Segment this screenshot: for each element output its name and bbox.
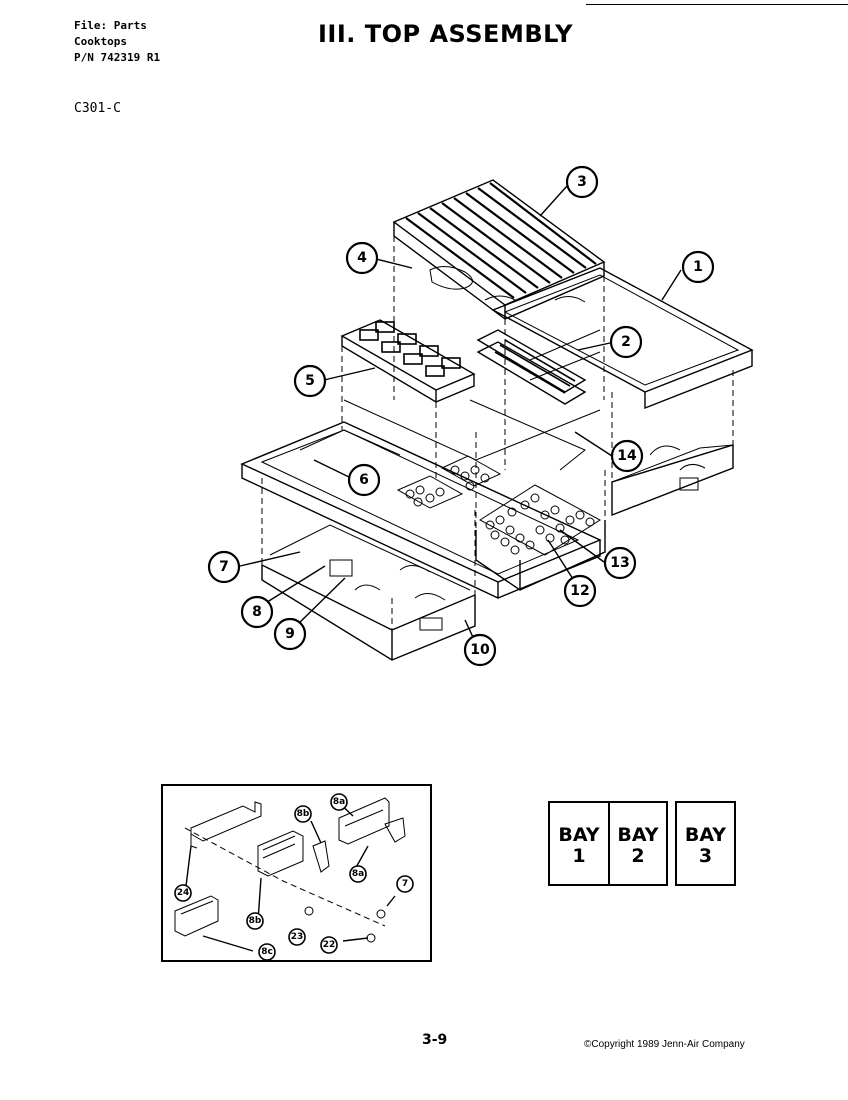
svg-text:12: 12 [570,583,589,599]
svg-text:14: 14 [617,448,637,464]
leader-lines [239,185,682,649]
inset-callout-8a-mid: 8a [349,865,367,883]
trim-frame-left [240,421,602,600]
svg-text:8c: 8c [261,947,273,957]
file-label: File: Parts [74,19,147,32]
page-number: 3-9 [422,1032,448,1048]
model-number: C301-C [74,101,121,116]
svg-text:8b: 8b [297,809,310,819]
callout-5: 5 [293,364,327,398]
svg-text:9: 9 [285,626,295,642]
svg-text:2: 2 [621,334,631,350]
callout-9: 9 [273,617,307,651]
svg-text:6: 6 [359,472,369,488]
svg-text:3: 3 [577,174,587,190]
category-label: Cooktops [74,35,127,48]
grill-grate [392,179,606,470]
callout-14: 14 [610,439,644,473]
callout-3: 3 [565,165,599,199]
svg-text:5: 5 [305,373,315,389]
bay-2-word: BAY [617,824,659,846]
callout-4: 4 [345,241,379,275]
callout-2: 2 [609,325,643,359]
svg-text:7: 7 [402,879,408,889]
svg-text:22: 22 [323,940,336,950]
bay-3-word: BAY [684,824,727,846]
svg-text:10: 10 [470,642,490,658]
callout-1: 1 [681,250,715,284]
file-header: File: Parts Cooktops P/N 742319 R1 [74,18,160,66]
bay-1-number: 1 [572,845,586,867]
svg-text:13: 13 [610,555,629,571]
svg-text:8a: 8a [333,797,345,807]
top-rule-line [586,4,848,5]
bay-1-word: BAY [558,824,600,846]
svg-text:4: 4 [357,250,367,266]
callout-12: 12 [563,574,597,608]
griddle-grate [340,319,476,480]
inset-callout-8c: 8c [258,943,276,961]
page-title: III. TOP ASSEMBLY [318,20,574,48]
inset-callout-22: 22 [320,936,338,954]
bay-3-box: BAY 3 [675,801,736,886]
center-rock-bay [396,432,606,591]
callout-6: 6 [347,463,381,497]
callout-13: 13 [603,546,637,580]
inset-callout-7: 7 [396,875,414,893]
svg-text:24: 24 [177,888,190,898]
trim-frame-right [491,267,754,517]
heating-element [476,329,601,405]
bay-2-box: BAY 2 [608,801,668,886]
copyright-notice: ©Copyright 1989 Jenn-Air Company [584,1039,745,1050]
svg-text:8: 8 [252,604,262,620]
left-bay-box [261,478,476,661]
inset-callout-23: 23 [288,928,306,946]
base-frame-lines [299,399,601,471]
inset-callout-8a-top: 8a [330,793,348,811]
inset-callout-24: 24 [174,884,192,902]
callout-8: 8 [240,595,274,629]
svg-text:8a: 8a [352,869,364,879]
bay-2-number: 2 [631,845,645,867]
part-number-label: P/N 742319 R1 [74,51,161,64]
inset-detail-box: 8a 8b 8a 7 24 8b 23 22 8c [161,784,432,962]
bay-3-number: 3 [698,845,713,867]
inset-callout-8b-low: 8b [246,912,264,930]
callout-7: 7 [207,550,241,584]
svg-text:7: 7 [219,559,229,575]
svg-text:1: 1 [693,259,703,275]
svg-text:23: 23 [291,932,304,942]
inset-callout-8b-top: 8b [294,805,312,823]
inset-detail-drawing: 8a 8b 8a 7 24 8b 23 22 8c [174,793,414,961]
bay-1-box: BAY 1 [548,801,610,886]
callout-10: 10 [463,633,497,667]
svg-text:8b: 8b [249,916,262,926]
